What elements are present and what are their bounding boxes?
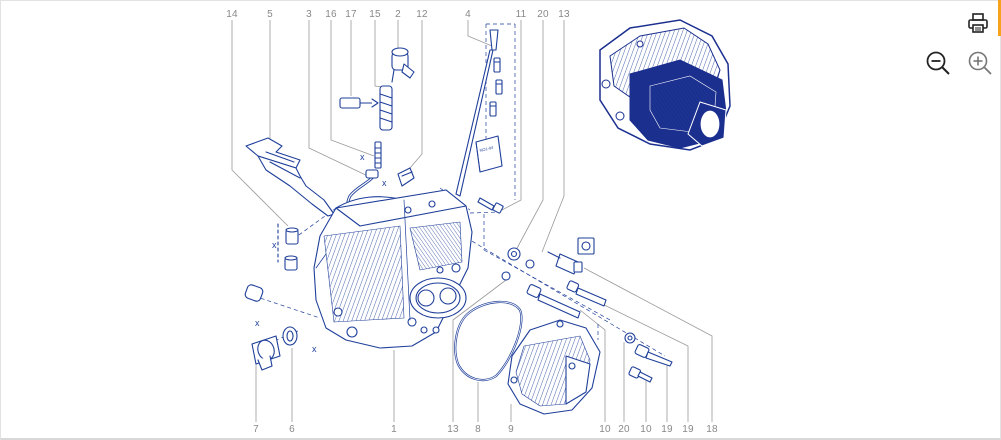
part-6-washer	[282, 326, 298, 346]
svg-text:x: x	[255, 318, 260, 328]
callout-bottom-5: 9	[508, 424, 514, 435]
callout-bottom-2: 1	[391, 424, 397, 435]
callout-bottom-8: 10	[640, 424, 652, 435]
x-markers: x x x x x	[255, 152, 387, 354]
part-18-sensor	[547, 251, 583, 275]
callout-top-1: 5	[267, 9, 273, 20]
part-11-bolt	[477, 197, 504, 214]
callout-bottom-3: 13	[447, 424, 459, 435]
svg-text:x: x	[382, 178, 387, 188]
callout-top-10: 20	[537, 9, 549, 20]
part-4-dipstick	[455, 29, 499, 197]
part-1-housing	[313, 189, 473, 349]
callout-top-3: 16	[325, 9, 337, 20]
zoom-out-icon	[926, 51, 950, 75]
callout-bottom-0: 7	[253, 424, 259, 435]
callout-bottom-1: 6	[289, 424, 295, 435]
gearbox-thumbnail-icon[interactable]	[599, 19, 731, 151]
part-15-sleeve	[379, 85, 393, 131]
printer-icon	[968, 13, 988, 33]
callout-bottom-7: 20	[618, 424, 630, 435]
zoom-out-button[interactable]	[925, 50, 951, 76]
zoom-in-icon	[968, 51, 992, 75]
callout-top-2: 3	[306, 9, 312, 20]
print-button[interactable]	[965, 10, 991, 36]
part-2-sensor	[391, 47, 415, 83]
booklet	[475, 135, 503, 173]
callout-top-6: 2	[395, 9, 401, 20]
small-bolts	[489, 57, 503, 117]
part-14-bushing	[277, 223, 299, 271]
plug-cylinder	[244, 284, 264, 302]
part-5-plate	[245, 137, 335, 217]
leader-lines	[231, 20, 713, 422]
zoom-in-button[interactable]	[967, 50, 993, 76]
callout-top-8: 4	[465, 9, 471, 20]
callout-top-7: 12	[416, 9, 428, 20]
callout-top-9: 11	[515, 9, 527, 20]
part-20-washer	[501, 247, 636, 344]
part-16-stud	[374, 141, 382, 169]
marker-box	[577, 237, 595, 255]
callout-bottom-6: 10	[599, 424, 611, 435]
part-17-connector	[339, 97, 379, 109]
callout-top-4: 17	[345, 9, 357, 20]
svg-text:x: x	[312, 344, 317, 354]
callout-top-5: 15	[369, 9, 381, 20]
svg-text:x: x	[360, 152, 365, 162]
svg-text:x: x	[272, 240, 277, 250]
callout-bottom-11: 18	[706, 424, 718, 435]
part-7-drain-plug	[251, 335, 281, 371]
part-12-block	[397, 167, 415, 187]
accent-bar	[998, 0, 1001, 36]
callout-bottom-10: 19	[682, 424, 694, 435]
part-19-bolts	[526, 280, 673, 383]
callout-top-0: 14	[226, 9, 238, 20]
callout-bottom-9: 19	[661, 424, 673, 435]
booklet-label: NO1-04	[479, 145, 495, 153]
part-9-cover	[507, 319, 601, 415]
callout-top-11: 13	[558, 9, 570, 20]
callout-bottom-4: 8	[475, 424, 481, 435]
part-8-gasket	[454, 300, 523, 382]
